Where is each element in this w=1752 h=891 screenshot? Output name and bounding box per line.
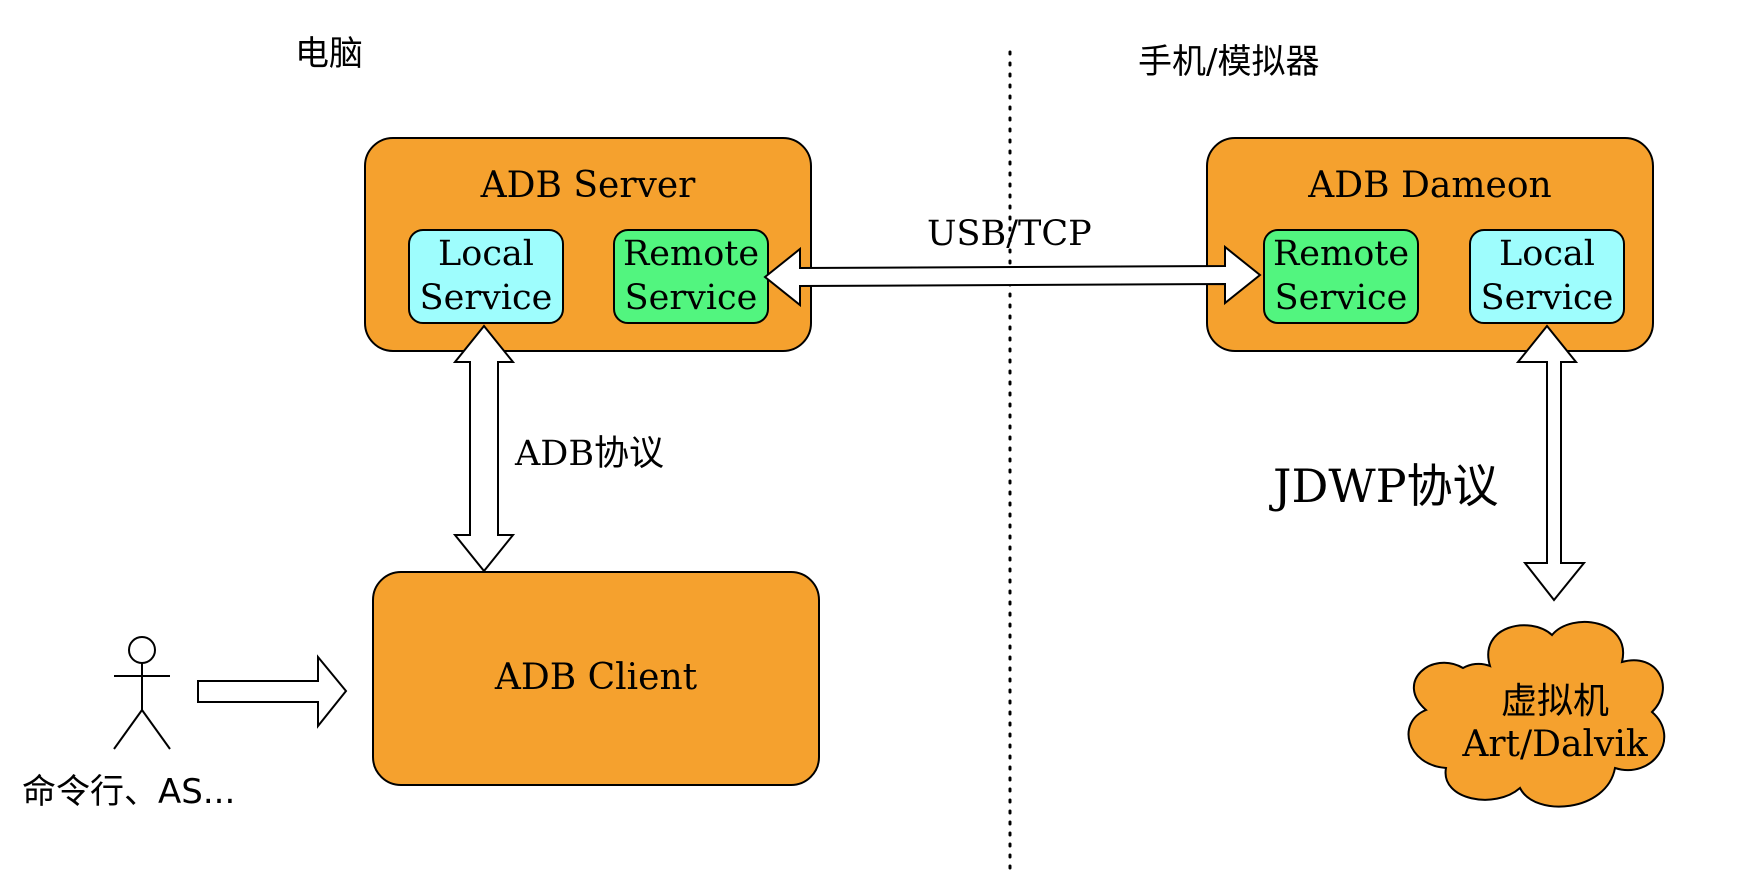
vm-runtime-label: Art/Dalvik bbox=[1462, 724, 1648, 765]
adb-protocol-double-arrow bbox=[452, 324, 516, 573]
user-actor-icon bbox=[113, 636, 171, 750]
adb-client-title: ADB Client bbox=[494, 657, 698, 698]
daemon-remote-service-label: Remote Service bbox=[1272, 234, 1410, 318]
adb-protocol-label: ADB协议 bbox=[515, 434, 665, 474]
server-local-service-label: Local Service bbox=[419, 234, 553, 318]
pc-section-label: 电脑 bbox=[295, 34, 363, 74]
vm-label: 虚拟机 bbox=[1500, 681, 1609, 722]
server-local-service-box bbox=[408, 229, 564, 324]
device-section-label: 手机/模拟器 bbox=[1138, 42, 1320, 82]
actor-to-client-arrow bbox=[197, 654, 348, 729]
server-remote-service-label: Remote Service bbox=[622, 234, 760, 318]
adb-client-box bbox=[372, 571, 820, 786]
jdwp-protocol-double-arrow bbox=[1515, 324, 1587, 602]
daemon-remote-service-box bbox=[1263, 229, 1419, 324]
usb-tcp-double-arrow bbox=[763, 244, 1262, 308]
daemon-local-service-label: Local Service bbox=[1480, 234, 1614, 318]
adb-daemon-title: ADB Dameon bbox=[1308, 165, 1552, 206]
daemon-local-service-box bbox=[1469, 229, 1625, 324]
actor-label: 命令行、AS... bbox=[22, 772, 236, 812]
adb-server-title: ADB Server bbox=[480, 165, 696, 206]
usb-tcp-label: USB/TCP bbox=[927, 214, 1092, 254]
jdwp-protocol-label: JDWP协议 bbox=[1273, 459, 1499, 513]
vm-cloud-shape bbox=[1407, 621, 1666, 808]
